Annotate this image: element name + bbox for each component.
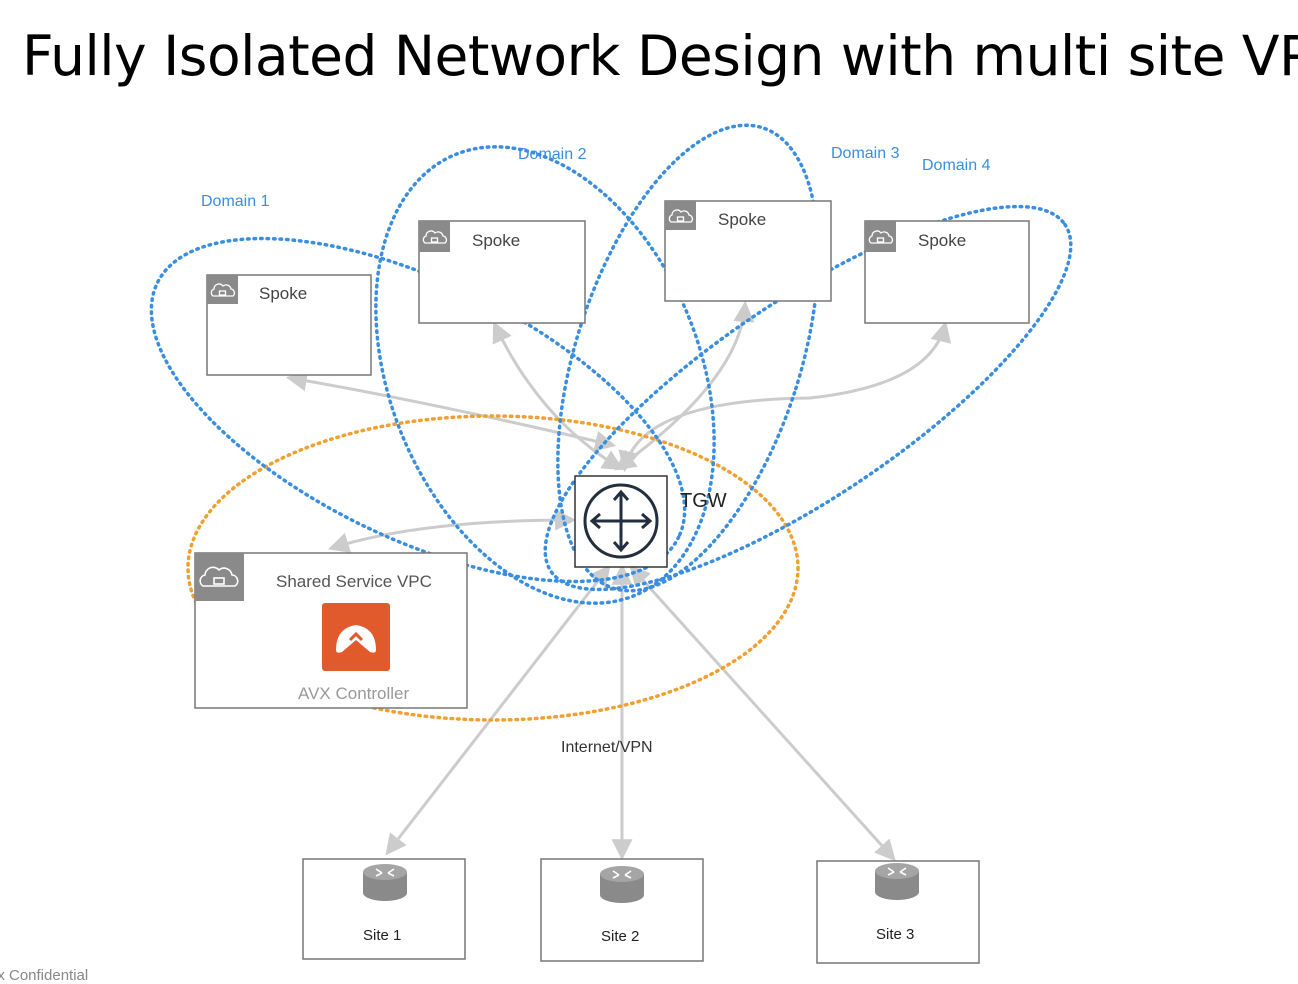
- cloud-lock-icon: [199, 566, 239, 587]
- site-1[interactable]: Site 1: [302, 858, 466, 960]
- domain-1-label: Domain 1: [201, 193, 270, 210]
- transit-gateway-icon: [583, 483, 659, 559]
- spoke-4-label: Spoke: [918, 231, 966, 250]
- cloud-lock-icon: [210, 283, 236, 297]
- router-icon: [363, 864, 407, 901]
- avx-controller[interactable]: AVX Controller: [298, 603, 410, 703]
- router-icon: [600, 866, 644, 903]
- aviatrix-logo-icon: [336, 625, 376, 653]
- spoke-2-label: Spoke: [472, 231, 520, 250]
- site-3-label: Site 3: [876, 926, 914, 943]
- page-title: Fully Isolated Network Design with multi…: [22, 24, 1298, 88]
- avx-controller-label: AVX Controller: [298, 684, 410, 703]
- cloud-lock-icon: [422, 230, 448, 244]
- spoke-3-label: Spoke: [718, 210, 766, 229]
- shared-service-vpc-label: Shared Service VPC: [276, 572, 432, 591]
- internet-vpn-label: Internet/VPN: [561, 739, 653, 756]
- site-3[interactable]: Site 3: [816, 860, 980, 964]
- domain-3-label: Domain 3: [831, 145, 900, 162]
- link-tgw-site3: [629, 564, 896, 862]
- link-tgw-site1: [385, 564, 611, 856]
- spoke-2[interactable]: Spoke: [418, 220, 586, 324]
- domain-2-boundary: [374, 145, 716, 605]
- shared-services-boundary: [186, 414, 800, 722]
- shared-service-vpc[interactable]: Shared Service VPC AVX Controller: [194, 552, 468, 709]
- spoke-4[interactable]: Spoke: [864, 220, 1030, 324]
- site-1-label: Site 1: [363, 927, 401, 944]
- confidential-footer: ix Confidential: [0, 967, 89, 984]
- site-2-label: Site 2: [601, 928, 639, 945]
- domain-2-label: Domain 2: [518, 146, 587, 163]
- tgw[interactable]: TGW: [574, 475, 727, 568]
- link-tgw-spoke2: [492, 321, 624, 471]
- domain-4-boundary: [543, 204, 1073, 592]
- site-2[interactable]: Site 2: [540, 858, 704, 962]
- spoke-1[interactable]: Spoke: [206, 274, 372, 376]
- spoke-1-label: Spoke: [259, 284, 307, 303]
- domain-4-label: Domain 4: [922, 157, 991, 174]
- domain-3-boundary: [556, 123, 820, 593]
- link-tgw-spoke4: [618, 320, 952, 473]
- cloud-lock-icon: [668, 209, 694, 223]
- link-tgw-shared: [327, 509, 577, 553]
- cloud-lock-icon: [868, 230, 894, 244]
- tgw-label: TGW: [680, 490, 727, 512]
- router-icon: [875, 863, 919, 900]
- spoke-3[interactable]: Spoke: [664, 200, 832, 302]
